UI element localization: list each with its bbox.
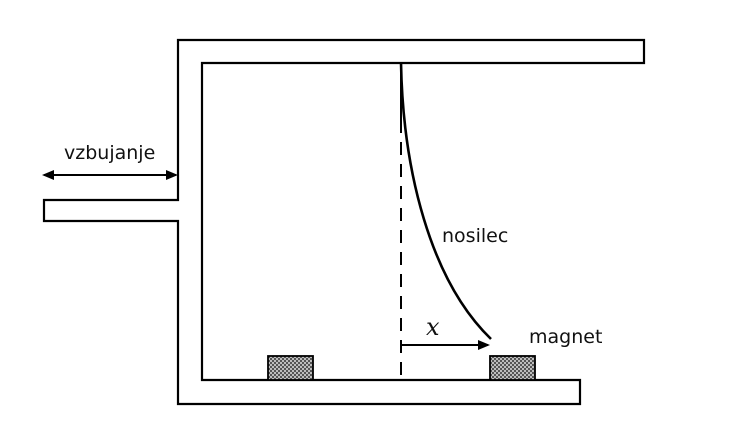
deflected-beam xyxy=(399,62,492,340)
excitation-label: vzbujanje xyxy=(64,142,155,164)
beam-label: nosilec xyxy=(442,225,508,247)
magnet-label: magnet xyxy=(529,326,602,348)
housing-frame xyxy=(42,38,646,406)
magnet-right xyxy=(489,355,536,381)
magnet-left xyxy=(267,355,314,381)
displacement-label: x xyxy=(426,313,440,341)
